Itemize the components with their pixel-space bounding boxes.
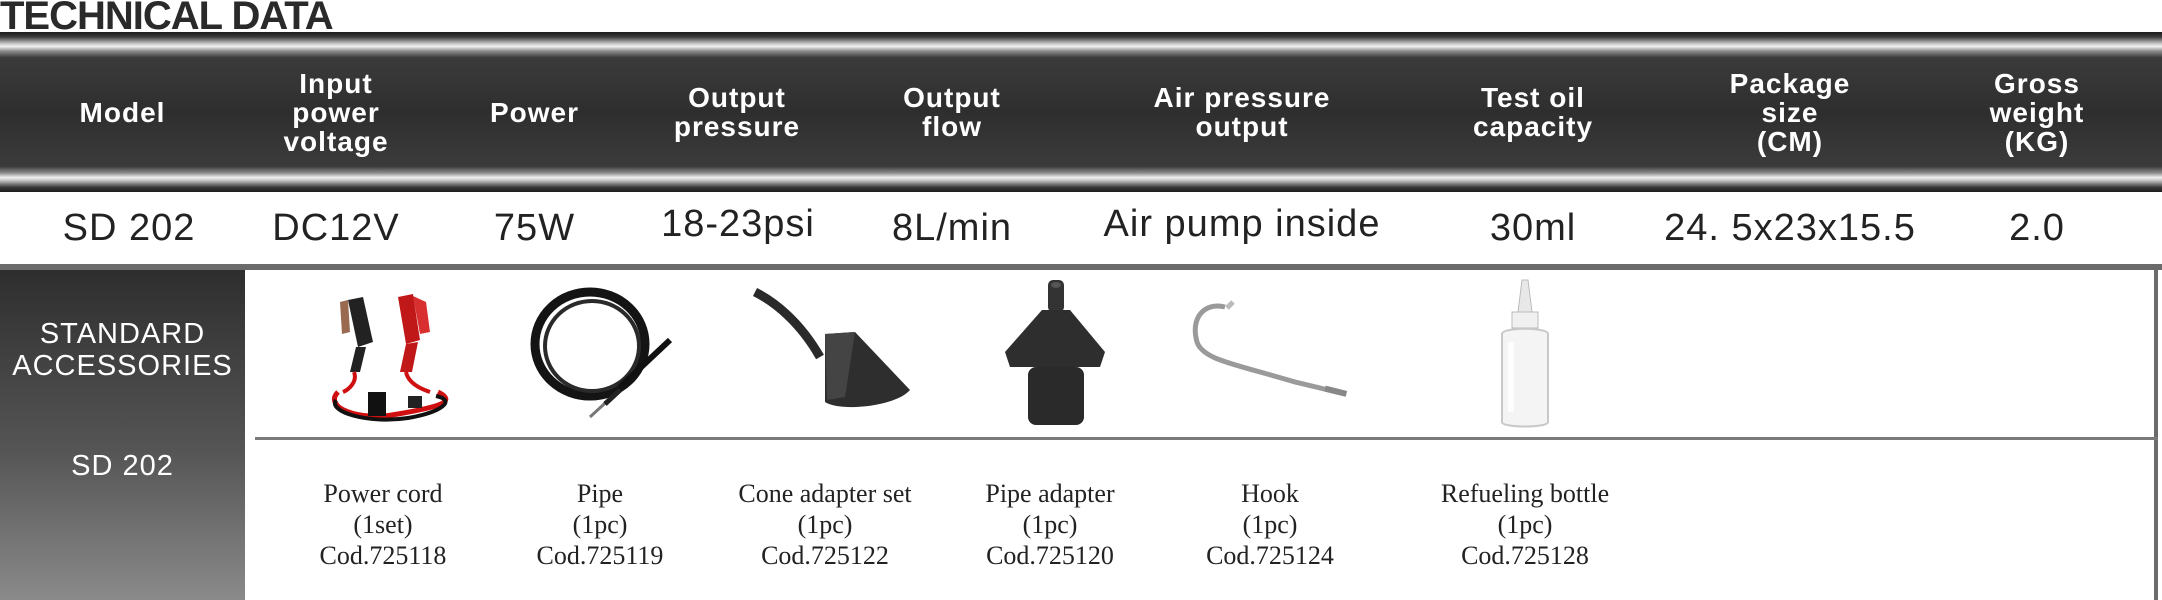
refueling-bottle-icon bbox=[1501, 279, 1549, 428]
value-input-voltage: DC12V bbox=[272, 206, 400, 249]
accessory-cone-adapter: Cone adapter set (1pc) Cod.725122 bbox=[710, 478, 940, 571]
accessory-power-cord: Power cord (1set) Cod.725118 bbox=[283, 478, 483, 571]
accessory-code: Cod.725122 bbox=[761, 541, 889, 570]
accessory-refueling-bottle: Refueling bottle (1pc) Cod.725128 bbox=[1405, 478, 1645, 571]
hook-icon bbox=[1192, 300, 1348, 397]
accessories-model: SD 202 bbox=[71, 450, 174, 482]
value-output-pressure: 18-23psi bbox=[661, 202, 815, 245]
header-power: Power bbox=[489, 96, 580, 128]
accessory-code: Cod.725124 bbox=[1206, 541, 1334, 570]
value-test-oil-capacity: 30ml bbox=[1489, 206, 1577, 249]
header-test-oil-capacity: Test oil capacity bbox=[1472, 82, 1594, 142]
accessory-code: Cod.725128 bbox=[1461, 541, 1589, 570]
accessories-sidebar bbox=[0, 270, 245, 600]
pipe-coil-icon bbox=[530, 287, 673, 419]
section-separator bbox=[0, 264, 2162, 270]
value-model: SD 202 bbox=[62, 206, 196, 249]
accessory-qty: (1pc) bbox=[572, 510, 628, 539]
accessory-pipe-adapter: Pipe adapter (1pc) Cod.725120 bbox=[950, 478, 1150, 571]
accessory-name: Pipe bbox=[576, 479, 624, 508]
page-title: TECHNICAL DATA bbox=[0, 0, 334, 38]
accessory-code: Cod.725119 bbox=[536, 541, 664, 570]
accessory-name: Hook bbox=[1241, 479, 1299, 508]
accessories-title-line1: STANDARD bbox=[39, 318, 206, 350]
header-gross-weight: Gross weight (KG) bbox=[1989, 67, 2085, 157]
header-output-pressure: Output pressure bbox=[673, 82, 801, 142]
accessory-qty: (1pc) bbox=[1497, 510, 1553, 539]
header-band bbox=[0, 32, 2162, 192]
accessory-name: Cone adapter set bbox=[738, 479, 912, 508]
power-cord-clamps-icon bbox=[332, 294, 449, 422]
header-input-voltage: Input power voltage bbox=[283, 67, 389, 157]
accessories-frame bbox=[0, 268, 2158, 600]
accessory-qty: (1pc) bbox=[1242, 510, 1298, 539]
value-air-pressure-output: Air pump inside bbox=[1103, 202, 1381, 245]
value-output-flow: 8L/min bbox=[891, 206, 1013, 249]
accessory-code: Cod.725118 bbox=[319, 541, 447, 570]
accessory-qty: (1pc) bbox=[797, 510, 853, 539]
accessory-pipe: Pipe (1pc) Cod.725119 bbox=[500, 478, 700, 571]
header-package-size: Package size (CM) bbox=[1729, 67, 1851, 157]
header-output-flow: Output flow bbox=[903, 82, 1001, 142]
accessory-name: Pipe adapter bbox=[985, 479, 1115, 508]
accessory-code: Cod.725120 bbox=[986, 541, 1114, 570]
header-model: Model bbox=[79, 96, 166, 128]
accessories-divider bbox=[255, 437, 2158, 440]
accessories-title-line2: ACCESSORIES bbox=[12, 350, 233, 382]
accessory-name: Power cord bbox=[323, 479, 443, 508]
pipe-adapter-icon bbox=[1005, 280, 1105, 425]
accessory-qty: (1pc) bbox=[1022, 510, 1078, 539]
accessory-name: Refueling bottle bbox=[1440, 479, 1610, 508]
value-gross-weight: 2.0 bbox=[2009, 206, 2065, 249]
value-power: 75W bbox=[493, 206, 576, 249]
value-package-size: 24. 5x23x15.5 bbox=[1664, 206, 1916, 249]
accessory-hook: Hook (1pc) Cod.725124 bbox=[1170, 478, 1370, 571]
cone-adapter-icon bbox=[752, 287, 910, 408]
accessory-qty: (1set) bbox=[353, 510, 413, 539]
header-air-pressure-output: Air pressure output bbox=[1153, 82, 1331, 142]
